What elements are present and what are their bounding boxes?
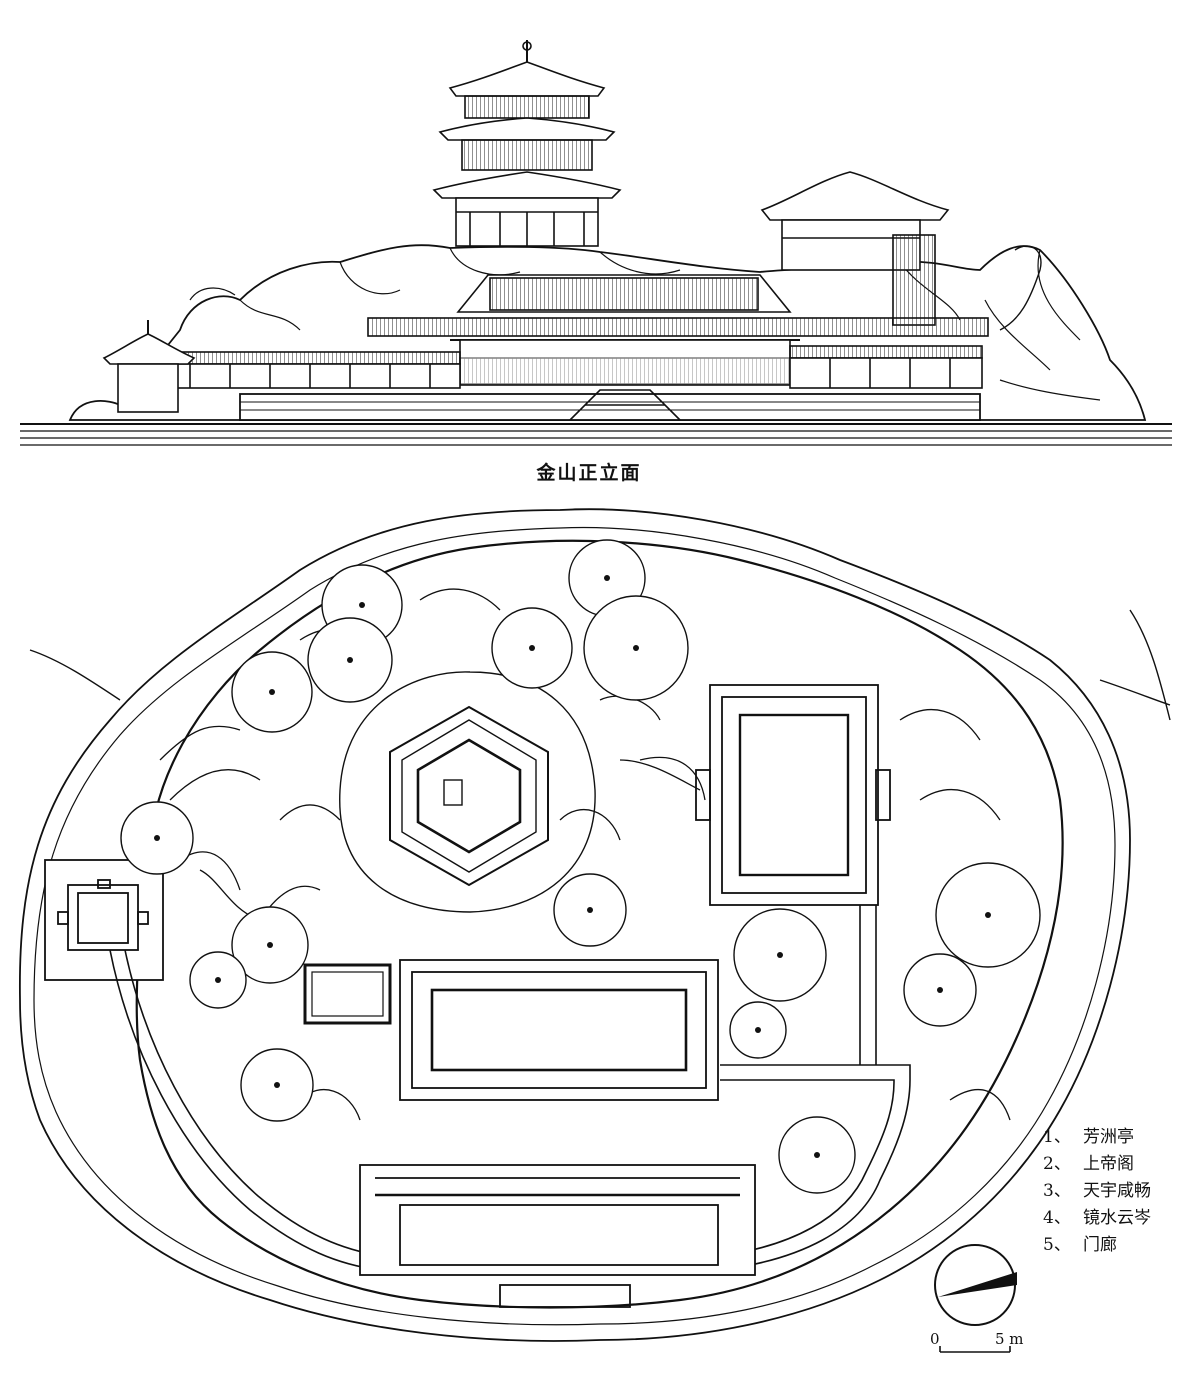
site-plan (18, 508, 1171, 1342)
long-hall-plan (399, 959, 719, 1101)
main-hall-elevation (367, 274, 989, 386)
small-room-plan (303, 963, 392, 1025)
stone-platform (239, 393, 981, 421)
legend-number: 3、 (1043, 1181, 1071, 1201)
scale-bar (939, 1346, 1011, 1353)
island-outline (135, 539, 1064, 1309)
legend-label: 门廊 (1083, 1235, 1117, 1255)
legend-label: 镜水云岑 (1083, 1208, 1151, 1228)
front-elevation (20, 40, 1172, 446)
legend-number: 2、 (1043, 1154, 1071, 1174)
elevation-caption: 金山正立面 (536, 462, 642, 484)
gate-hall-plan (359, 1164, 756, 1308)
legend-item: 5、 门廊 (1043, 1232, 1173, 1259)
corridor-elevation (159, 345, 983, 389)
legend-item: 1、 芳洲亭 (1043, 1124, 1173, 1151)
scale-end-label: 5 m (995, 1330, 1024, 1348)
tianyu-hall-plan (695, 684, 891, 906)
legend: 1、 芳洲亭 2、 上帝阁 3、 天宇咸畅 4、 镜水云岑 5、 门廊 (1043, 1124, 1173, 1259)
tree-centers (154, 575, 991, 1158)
fangzhou-pavilion-plan (44, 859, 164, 981)
pagoda-elevation (432, 40, 622, 247)
legend-number: 4、 (1043, 1208, 1071, 1228)
scale-start-label: 0 (930, 1330, 940, 1348)
left-pavilion-elevation (102, 320, 196, 413)
legend-number: 5、 (1043, 1235, 1071, 1255)
legend-label: 芳洲亭 (1083, 1127, 1134, 1147)
outer-shoreline (18, 508, 1131, 1342)
rockery-hill (68, 244, 1147, 421)
north-arrow-icon (934, 1244, 1017, 1326)
hexagonal-pavilion-plan (339, 671, 596, 913)
legend-label: 上帝阁 (1083, 1154, 1134, 1174)
legend-item: 2、 上帝阁 (1043, 1151, 1173, 1178)
right-pavilion-elevation (760, 171, 950, 326)
legend-item: 3、 天宇咸畅 (1043, 1178, 1173, 1205)
legend-label: 天宇咸畅 (1083, 1181, 1151, 1201)
water-lines (20, 423, 1172, 446)
legend-number: 1、 (1043, 1127, 1071, 1147)
legend-item: 4、 镜水云岑 (1043, 1205, 1173, 1232)
